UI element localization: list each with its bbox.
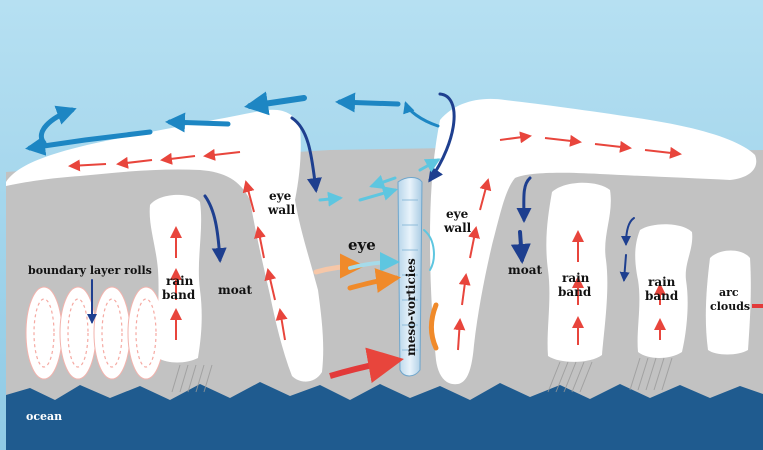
right-eye-wall-label-line1: eye: [446, 207, 469, 221]
arc-clouds-label-line2: clouds: [710, 300, 750, 313]
boundary-layer-rolls-label: boundary layer rolls: [28, 264, 152, 277]
right-moat-label: moat: [508, 263, 542, 277]
eye-label: eye: [348, 236, 376, 254]
left-moat-label: moat: [218, 283, 252, 297]
left-rain-band-label-line1: rain: [166, 274, 194, 288]
roll-2: [60, 287, 96, 379]
left-eye-wall-label-line1: eye: [269, 189, 292, 203]
left-rain-band-label-line2: band: [162, 288, 196, 302]
left-eye-wall-label-line2: wall: [267, 203, 296, 217]
arc-clouds-label-line1: arc: [719, 286, 739, 299]
right-rain-band-1-label-line2: band: [558, 285, 592, 299]
meso-vorticies-label: meso-vorticies: [404, 258, 418, 356]
ocean-label: ocean: [26, 410, 62, 423]
right-rain-band-2-label-line1: rain: [648, 275, 676, 289]
roll-1: [26, 287, 62, 379]
right-eye-wall-label-line2: wall: [443, 221, 472, 235]
right-rain-band-1-label-line1: rain: [562, 271, 590, 285]
roll-3: [94, 287, 130, 379]
right-rain-band-2-label-line2: band: [645, 289, 679, 303]
